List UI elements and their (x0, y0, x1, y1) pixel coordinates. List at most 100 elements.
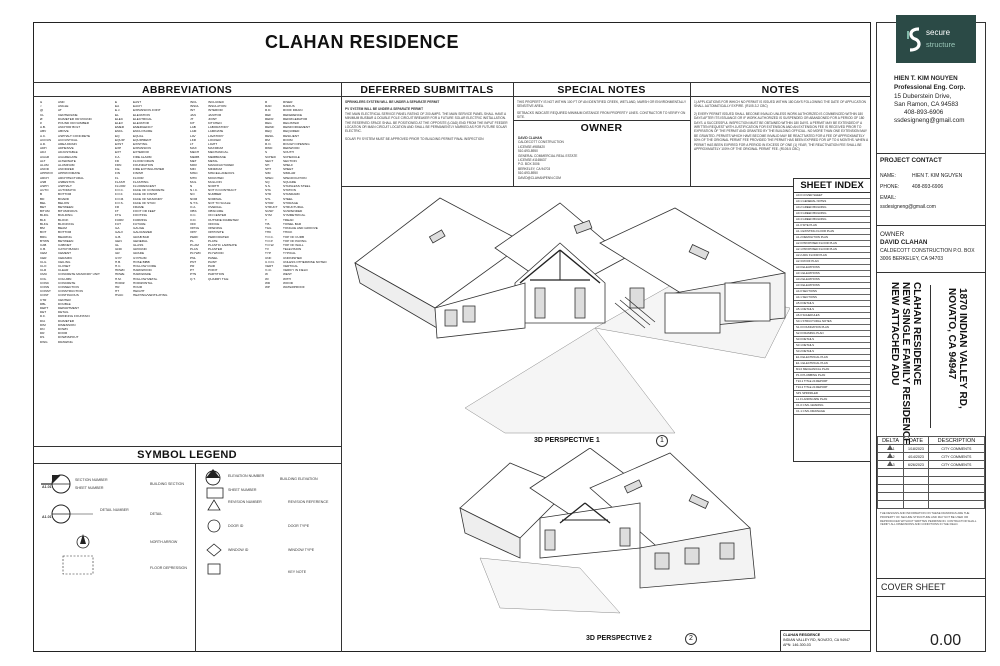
abbreviation-code: AGGR (40, 154, 50, 159)
abbreviation-code: F.O.M. (115, 196, 125, 201)
sheet-index-item: SP1 SPRINKLER (794, 391, 870, 397)
sheet-index-item: M1.0 MECHANICAL PLAN (794, 367, 870, 373)
vertical-title-1: CLAHAN RESIDENCE (911, 282, 922, 386)
abbreviation-code: PL (190, 238, 194, 243)
abbreviation-row: H.C.HOLLOW CORE (115, 264, 183, 268)
abbreviation-meaning: BELOW (58, 200, 70, 205)
abbreviation-code: REINF (265, 125, 275, 130)
abbreviation-code: FT (115, 209, 119, 214)
abbreviation-code: STD (265, 192, 272, 197)
abbreviation-meaning: EXISTING (133, 142, 148, 147)
tb-owner-label: OWNER (880, 231, 905, 238)
abbreviation-meaning: ABOVE (58, 129, 69, 134)
abbreviation-meaning: CENTERLINE (58, 112, 78, 117)
sheet-index-item: A1.0 SITE PLAN (794, 223, 870, 229)
sheet-index-item: A5.0 DETAILS (794, 301, 870, 307)
door-id-symbol (207, 519, 221, 533)
abbreviation-code: ALT (40, 158, 46, 163)
project-stamp: CLAHAN RESIDENCE INDIAN VALLEY RD, NOVAT… (780, 630, 871, 652)
deferred-line-2: PV SYSTEM WILL BE UNDER A SEPARATE PERMI… (345, 107, 424, 112)
sheet-number-label-2: SHEET NUMBER (228, 488, 257, 492)
abbreviation-code: P.LAM (190, 242, 199, 247)
abbreviation-row: S.S.STAINLESS STEEL (265, 184, 333, 188)
abbreviation-code: CONT (40, 293, 49, 298)
abbreviation-code: SIM (265, 171, 271, 176)
abbreviation-meaning: APPROXIMATE (58, 171, 81, 176)
abbreviation-meaning: NORTH (208, 184, 219, 189)
deferred-submittals-header: DEFERRED SUBMITTALS (360, 84, 494, 96)
abbreviation-code: BET (40, 205, 47, 210)
abbreviation-meaning: FINISH (133, 171, 144, 176)
north-arrow-label: NORTH ARROW (150, 540, 178, 544)
abbreviation-code: PLAS (190, 247, 198, 252)
abbreviation-meaning: SIMILAR (283, 171, 296, 176)
abbreviation-meaning: NOT IN CONTRACT (208, 188, 237, 193)
owner-line-2: CALDECOTT CONSTRUCTION (518, 140, 564, 145)
abbreviation-meaning: TOP OF WALL (283, 242, 304, 247)
abbreviation-meaning: EXPANSION (133, 146, 151, 151)
sheet-index-item: A0.2 GREEN BUILDING (794, 205, 870, 211)
abbreviation-meaning: DIAMETER OR ROUND (58, 116, 92, 121)
abbreviation-row: EXT EXTERIOR (115, 150, 183, 154)
abbreviation-meaning: HEATING/VENTILATING (133, 293, 168, 298)
abbreviation-code: TYP (265, 251, 272, 256)
abbreviation-code: NOM (190, 196, 198, 201)
abbreviation-meaning: MULLION (208, 179, 222, 184)
abbreviation-code: EA (115, 104, 120, 109)
abbreviation-code: RWD (265, 146, 273, 151)
abbreviation-code: T&G (265, 226, 272, 231)
sheet-title-divider (876, 578, 986, 579)
abbreviation-code: # (40, 121, 42, 126)
abbreviation-meaning: NOT TO SCALE (208, 200, 231, 205)
vertical-project-title: CLAHAN RESIDENCE NEW SINGLE FAMILY RESID… (889, 282, 922, 445)
abbreviation-meaning: REINFORCEMENT (283, 125, 310, 130)
abbreviation-meaning: GAUGE (133, 226, 145, 231)
engineer-corp: Professional Eng. Corp. (894, 84, 966, 91)
floor-depression-symbol (62, 555, 94, 575)
abbreviation-meaning: ANGLE (58, 104, 69, 109)
abbreviation-code: CLR (40, 268, 47, 273)
sheet-index-item: S0.1 STRUCTURAL NOTES (794, 319, 870, 325)
abbreviation-meaning: TREAD (283, 217, 294, 222)
abbreviation-meaning: VERIFY IN FIELD (283, 268, 308, 273)
abbreviation-code: F.A. (115, 154, 121, 159)
abbreviation-code: INCL (190, 100, 198, 104)
abbreviation-meaning: THICK (283, 230, 293, 235)
abbreviation-code: MECH (190, 150, 200, 155)
abbreviation-code: SECT (265, 158, 274, 163)
abbreviation-meaning: DOUBLE (58, 301, 71, 306)
abbreviation-meaning: LABORATORY (208, 125, 229, 130)
abbreviation-code: GND (115, 247, 122, 252)
abbreviation-code: EXT (115, 150, 122, 155)
abbreviation-meaning: EXTERIOR (133, 150, 149, 155)
vertical-address: 1870 INDIAN VALLEY RD, NOVATO, CA 94947 (946, 288, 968, 409)
logo-word-secure: secure (926, 28, 951, 37)
abbreviation-meaning: SHELF (283, 163, 293, 168)
abbreviation-meaning: TONGUE AND GROOVE (283, 226, 318, 231)
vertical-title-2: NEW SINGLE FAMILY RESIDENCE (900, 282, 911, 445)
abbreviation-meaning: TYPICAL (283, 251, 296, 256)
special-notes-header: SPECIAL NOTES (557, 84, 646, 96)
owner-divider (513, 120, 690, 121)
